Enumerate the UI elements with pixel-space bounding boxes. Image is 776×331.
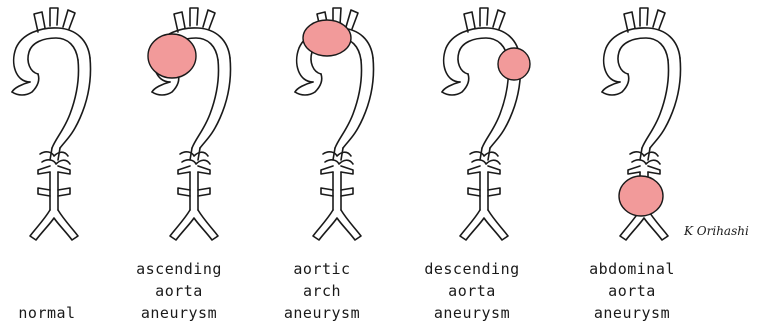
aneurysm-descending [498, 48, 530, 80]
caption-line [0, 258, 112, 280]
caption-line: aneurysm [257, 302, 387, 324]
aorta-outline-normal [12, 8, 91, 240]
caption-line: aneurysm [407, 302, 537, 324]
caption-line: aorta [407, 280, 537, 302]
aorta-arch [295, 8, 374, 240]
aneurysm-arch [303, 20, 351, 56]
author-signature: K Orihashi [684, 224, 776, 238]
caption-normal: normal [0, 258, 112, 324]
caption-line: descending [407, 258, 537, 280]
caption-line: aneurysm [114, 302, 244, 324]
caption-line: aneurysm [567, 302, 697, 324]
caption-line: aorta [114, 280, 244, 302]
caption-line: aorta [567, 280, 697, 302]
aorta-outline-descending [442, 8, 521, 240]
caption-line: ascending [114, 258, 244, 280]
caption-line: normal [0, 302, 112, 324]
caption-line: arch [257, 280, 387, 302]
aorta-abdominal [602, 8, 681, 240]
aorta-ascending [148, 8, 231, 240]
caption-line: aortic [257, 258, 387, 280]
caption-line [0, 280, 112, 302]
caption-line: abdominal [567, 258, 697, 280]
aneurysm-abdominal [619, 176, 663, 216]
aorta-descending [442, 8, 530, 240]
aneurysm-ascending [148, 34, 196, 78]
aorta-normal [12, 8, 91, 240]
